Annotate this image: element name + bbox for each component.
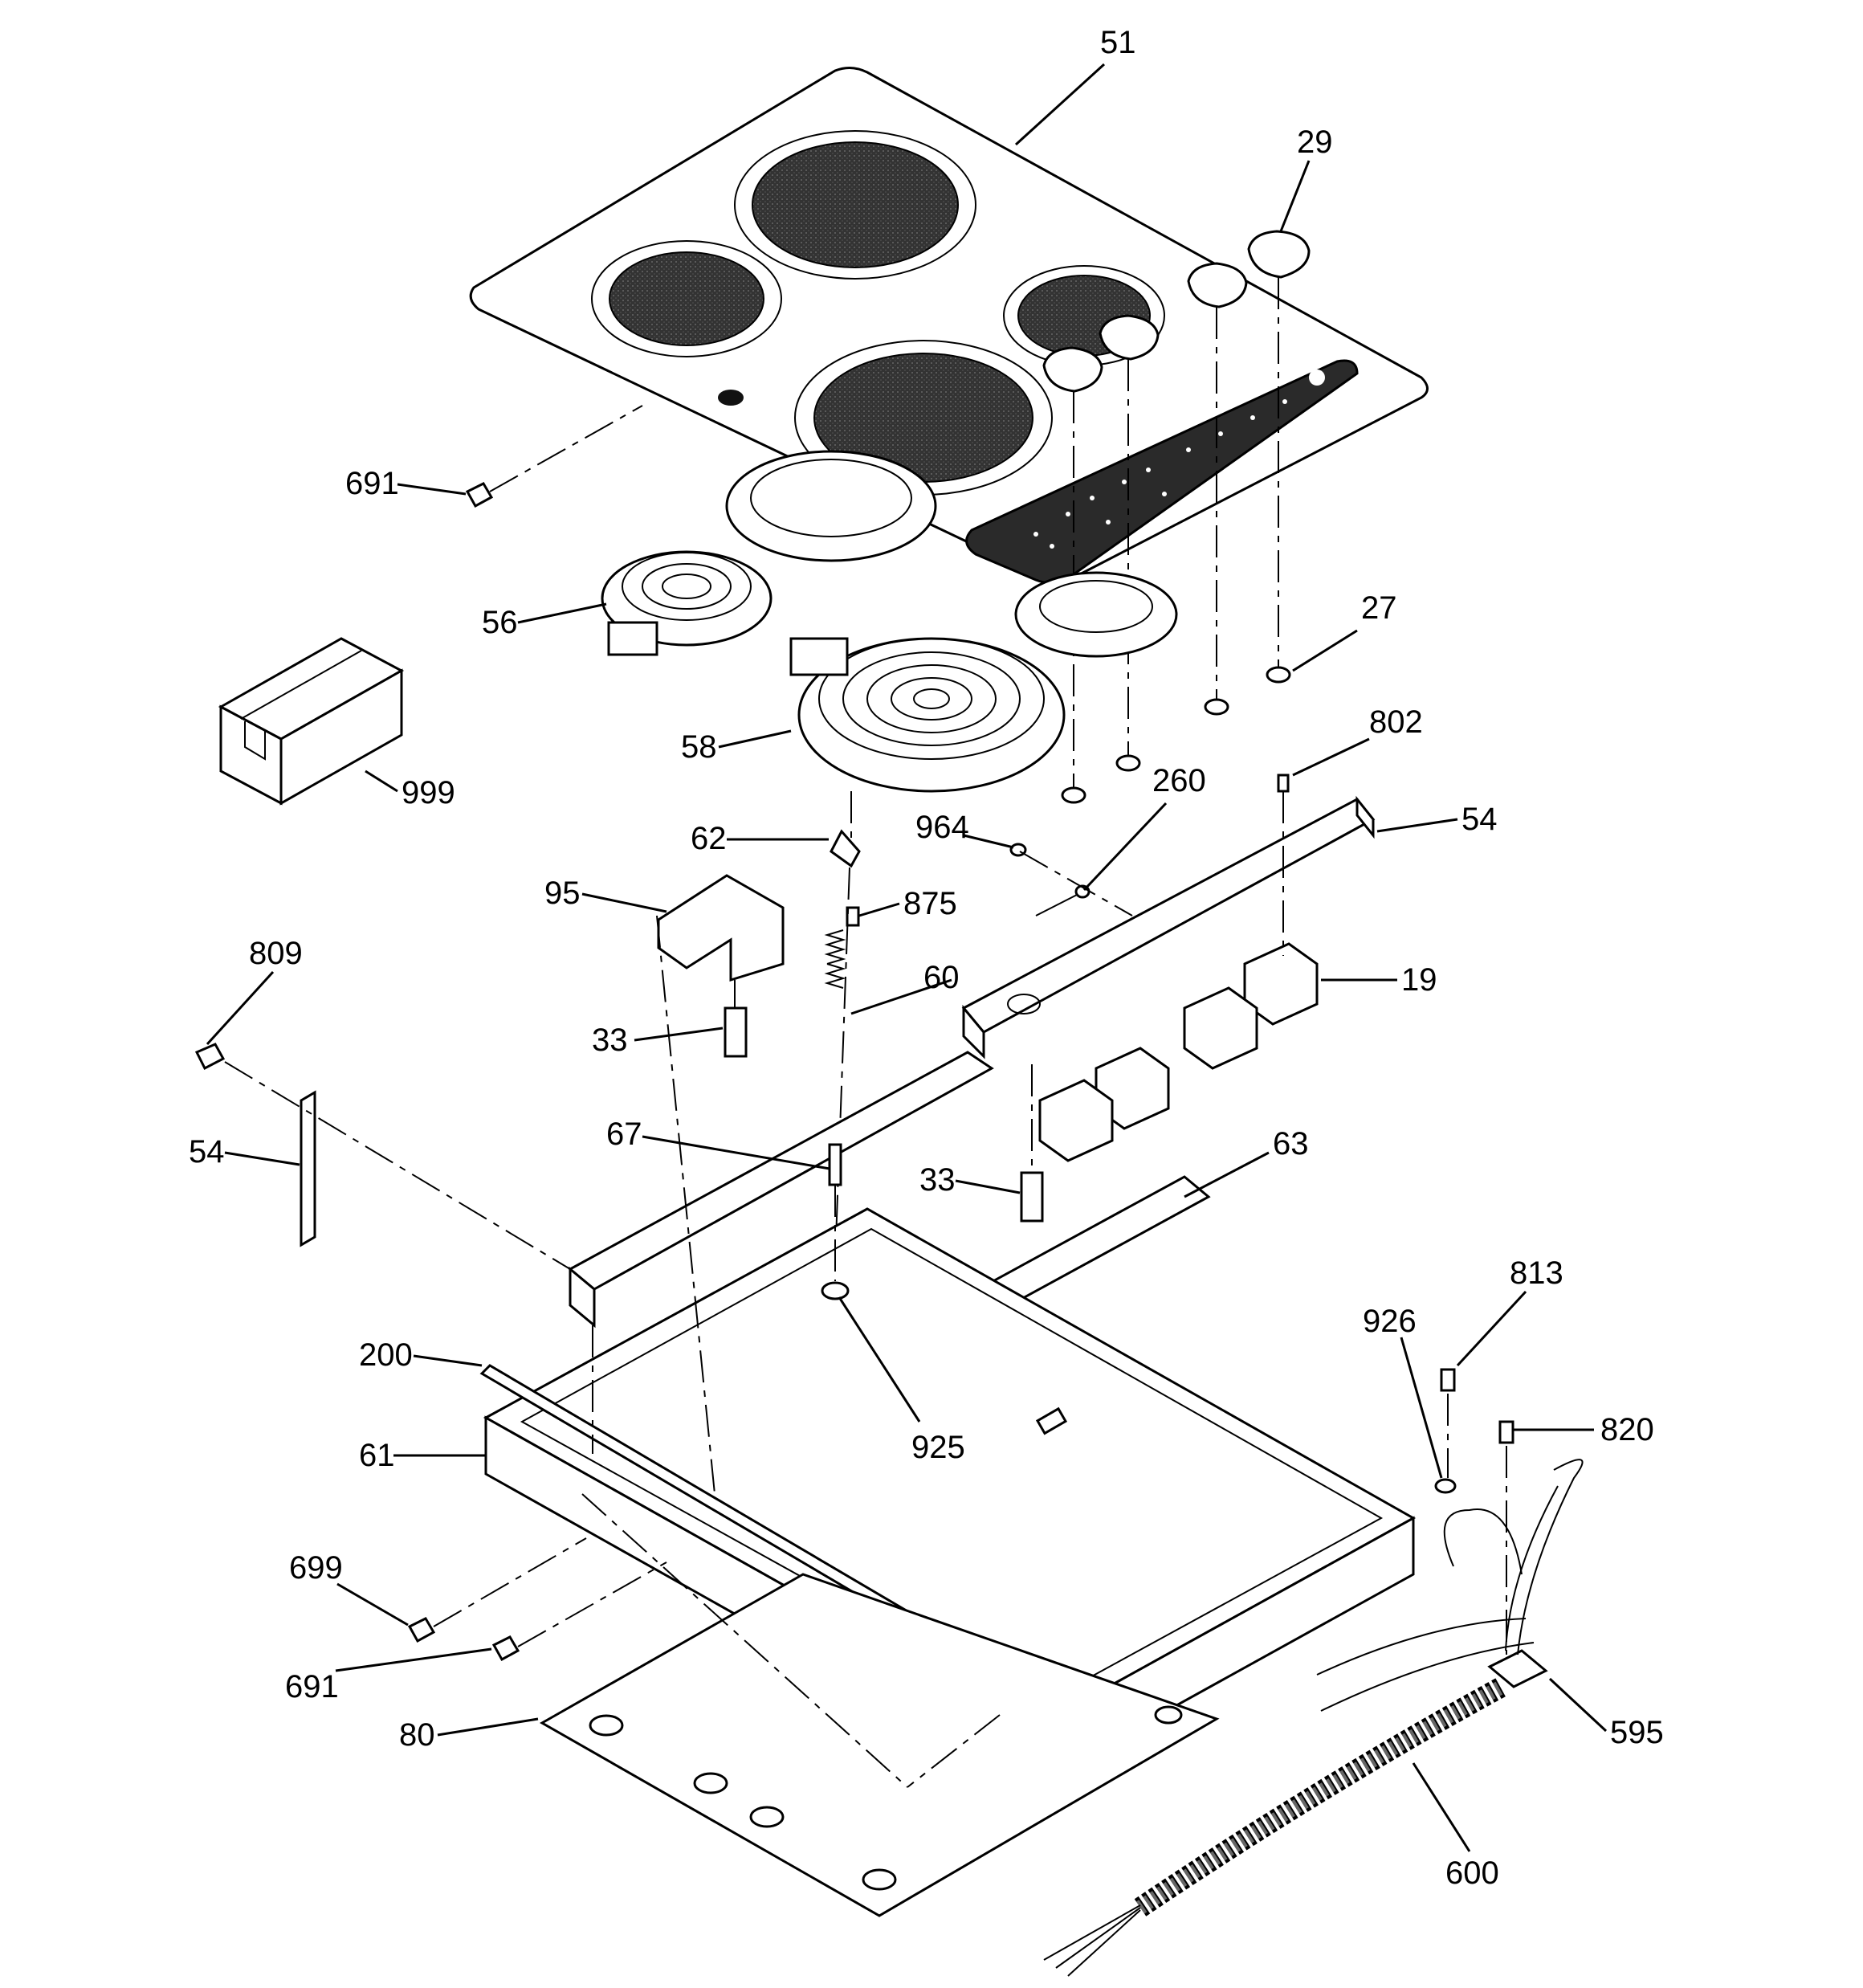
- screw-802: [1277, 774, 1290, 793]
- screw-813: [1440, 1368, 1456, 1392]
- callout-62: 62: [691, 821, 727, 856]
- callout-80: 80: [399, 1717, 435, 1753]
- callout-600: 600: [1445, 1855, 1499, 1891]
- radiant-element-56: [601, 550, 773, 656]
- callout-925: 925: [911, 1430, 965, 1465]
- callout-964: 964: [915, 810, 969, 845]
- cooktop-glass-part-51: [469, 67, 1429, 584]
- callout-51: 51: [1100, 25, 1136, 60]
- callout-63: 63: [1273, 1126, 1309, 1161]
- infinite-switch-19: [1038, 942, 1319, 1162]
- support-rail-67: [568, 1051, 994, 1329]
- screw-820: [1498, 1420, 1514, 1444]
- grommet-27: [1061, 666, 1291, 804]
- callout-56: 56: [482, 605, 518, 640]
- callout-58: 58: [681, 729, 717, 765]
- radiant-element-58: [789, 637, 1066, 793]
- indicator-light-260: [1035, 884, 1090, 916]
- callout-820: 820: [1600, 1412, 1654, 1447]
- power-cord: [1316, 1459, 1584, 1712]
- ground-wire-926: [1434, 1478, 1523, 1575]
- screw-691-lower: [491, 1635, 520, 1662]
- radiant-element-right: [1014, 571, 1178, 658]
- leader-lines: [206, 63, 1608, 1852]
- terminal-block-595: [1487, 1649, 1548, 1688]
- pin-67: [828, 1143, 842, 1186]
- spring-60: [824, 929, 846, 989]
- callout-27: 27: [1361, 590, 1397, 626]
- radiant-element-rear: [725, 450, 937, 562]
- callout-699: 699: [289, 1550, 343, 1586]
- callout-691-upper: 691: [345, 466, 399, 501]
- switch-bracket-54: [961, 795, 1376, 1059]
- bottom-cover-80: [539, 1573, 1220, 1917]
- callout-29: 29: [1297, 125, 1333, 160]
- screw-699: [407, 1617, 436, 1643]
- callout-875: 875: [903, 886, 957, 921]
- callout-54-lower: 54: [189, 1134, 225, 1170]
- bracket-95: [657, 874, 785, 982]
- washer-925: [821, 1281, 850, 1300]
- screw-875: [846, 906, 860, 927]
- carton-box-999: [218, 637, 405, 806]
- mounting-strip-54: [300, 1090, 316, 1247]
- leveling-leg-33a: [724, 1006, 748, 1058]
- callout-926: 926: [1363, 1304, 1417, 1339]
- callout-809: 809: [249, 936, 303, 971]
- callout-33-right: 33: [919, 1162, 956, 1198]
- callout-60: 60: [923, 960, 960, 995]
- callout-67: 67: [606, 1116, 642, 1152]
- screw-809: [194, 1043, 226, 1071]
- callout-200: 200: [359, 1337, 413, 1373]
- callout-33-left: 33: [592, 1023, 628, 1058]
- bracket-62: [830, 829, 861, 868]
- callout-802: 802: [1369, 704, 1423, 740]
- leveling-leg-33b: [1020, 1171, 1044, 1223]
- callout-19: 19: [1401, 962, 1437, 998]
- screw-691-upper: [465, 482, 494, 508]
- callout-999: 999: [402, 775, 455, 810]
- callout-54-upper: 54: [1461, 802, 1498, 837]
- control-knob-29: [1042, 230, 1311, 393]
- callout-61: 61: [359, 1438, 395, 1473]
- callout-95: 95: [544, 876, 581, 911]
- callout-595: 595: [1610, 1715, 1664, 1750]
- callout-labels: 51 29 691 56 999 58 27 802 260 964 54 62…: [189, 25, 1664, 1891]
- conduit-600: [1043, 1677, 1507, 1977]
- callout-260: 260: [1152, 763, 1206, 798]
- callout-691-lower: 691: [285, 1669, 339, 1704]
- callout-813: 813: [1510, 1255, 1563, 1291]
